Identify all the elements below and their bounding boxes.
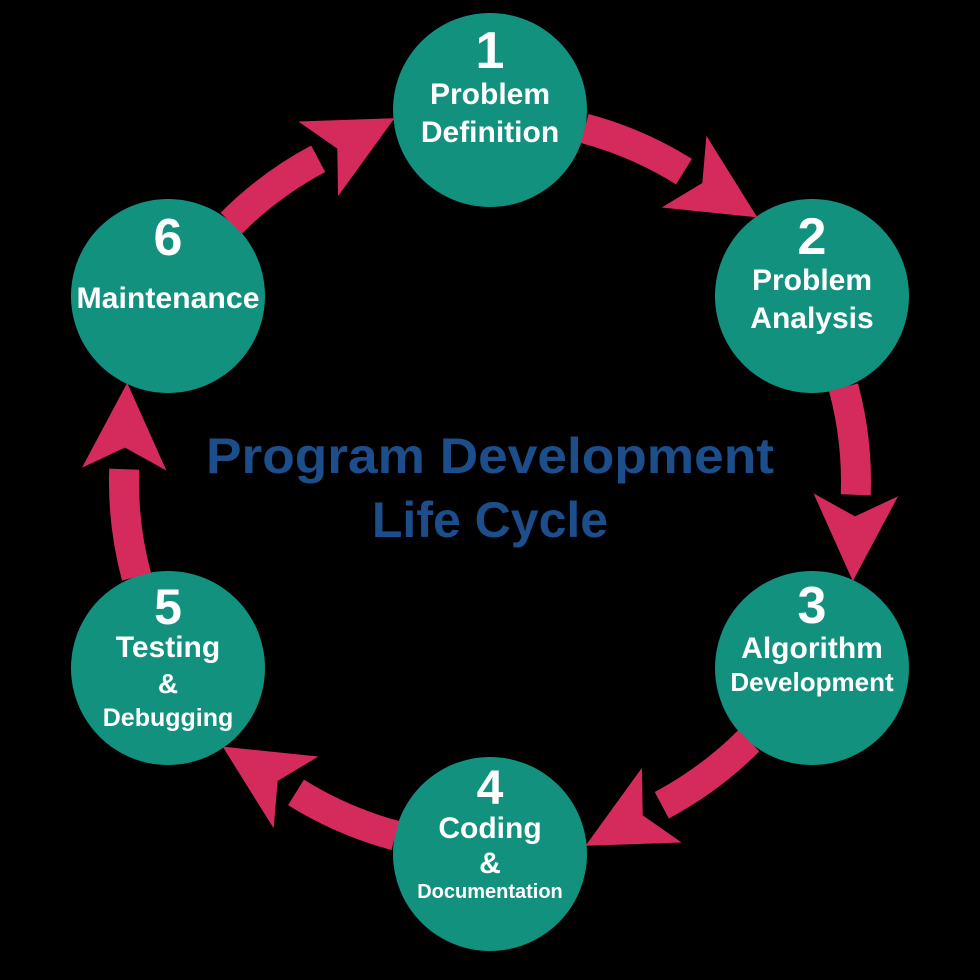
- diagram-title-line2: Life Cycle: [372, 492, 608, 548]
- node-4-label-line1: Coding: [438, 812, 541, 845]
- node-3-algorithm-development: 3 Algorithm Development: [715, 571, 909, 765]
- node-6-label-line1: Maintenance: [77, 282, 260, 315]
- node-6-number: 6: [154, 209, 183, 267]
- cycle-arrow-5: [81, 382, 167, 581]
- node-4-label-line3: Documentation: [417, 881, 563, 903]
- cycle-arrow-6: [220, 118, 395, 234]
- node-1-label-line2: Definition: [421, 116, 559, 149]
- node-1-label-line1: Problem: [430, 78, 550, 111]
- node-4-circle: [393, 757, 587, 951]
- node-2-number: 2: [798, 208, 827, 266]
- cycle-arrows: [81, 114, 899, 850]
- node-6-circle: [71, 199, 265, 393]
- node-5-circle: [71, 571, 265, 765]
- node-3-label-line2: Development: [730, 667, 894, 697]
- node-2-label-line1: Problem: [752, 264, 872, 297]
- cycle-arrow-1: [580, 114, 758, 218]
- node-4-number: 4: [477, 762, 504, 815]
- cycle-arrow-4: [222, 746, 400, 850]
- node-5-label-line2: &: [158, 668, 178, 699]
- node-2-label-line2: Analysis: [750, 302, 873, 335]
- diagram-title-line1: Program Development: [206, 428, 774, 484]
- node-5-label-line3: Debugging: [103, 704, 234, 732]
- node-3-circle: [715, 571, 909, 765]
- node-4-label-line2: &: [479, 847, 501, 880]
- cycle-arrow-3: [585, 730, 760, 846]
- node-6-maintenance: 6 Maintenance: [71, 199, 265, 393]
- node-3-number: 3: [798, 577, 827, 635]
- diagram-title: Program Development Life Cycle: [206, 428, 774, 548]
- node-5-testing-debugging: 5 Testing & Debugging: [71, 571, 265, 765]
- cycle-arrow-2: [813, 383, 899, 582]
- node-1-circle: [393, 13, 587, 207]
- cycle-nodes: 1 Problem Definition 2 Problem Analysis …: [71, 13, 909, 951]
- node-1-problem-definition: 1 Problem Definition: [393, 13, 587, 207]
- node-1-number: 1: [476, 22, 505, 80]
- node-3-label-line1: Algorithm: [741, 632, 883, 665]
- node-4-coding-documentation: 4 Coding & Documentation: [393, 757, 587, 951]
- node-2-circle: [715, 199, 909, 393]
- node-5-number: 5: [154, 579, 182, 635]
- node-2-problem-analysis: 2 Problem Analysis: [715, 199, 909, 393]
- node-5-label-line1: Testing: [116, 631, 220, 664]
